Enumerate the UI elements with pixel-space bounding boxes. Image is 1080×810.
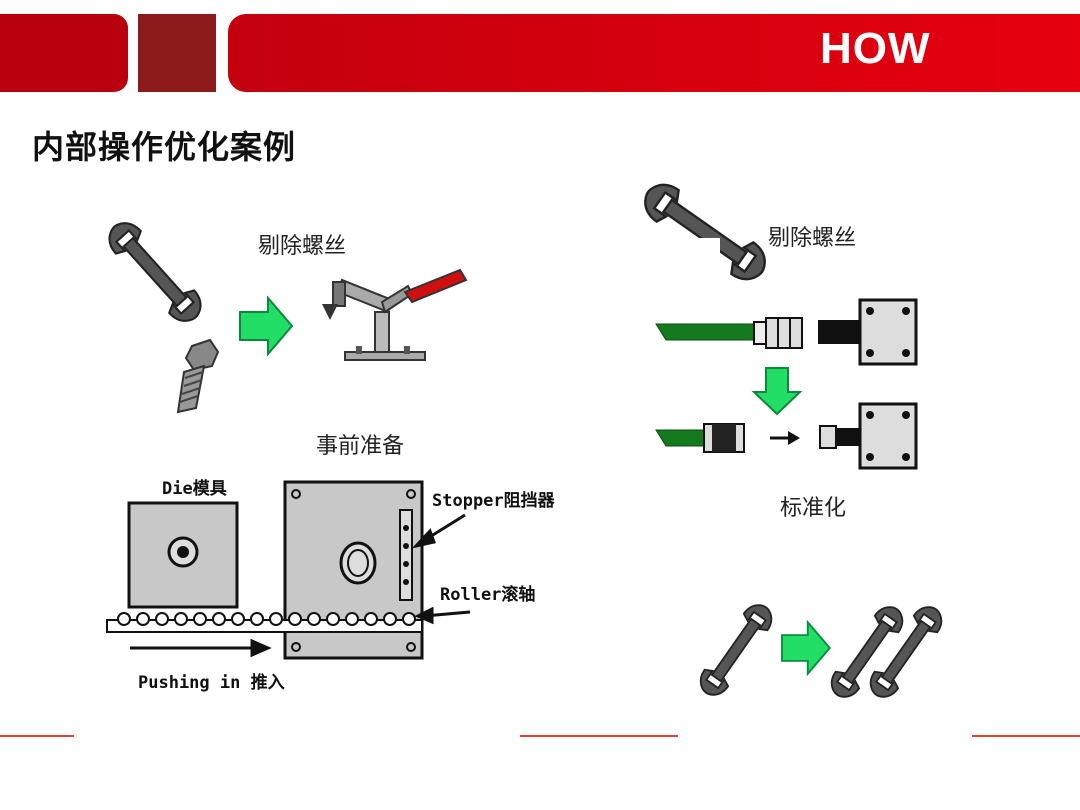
die-label: Die模具 xyxy=(162,479,227,499)
header-left-segment xyxy=(0,14,128,92)
toggle-clamp-icon xyxy=(322,268,468,361)
push-label: Pushing in 推入 xyxy=(138,673,285,693)
stopper-label: Stopper阻挡器 xyxy=(432,491,555,511)
cable-connector-top xyxy=(655,298,918,366)
wrench-icon-right xyxy=(635,175,775,289)
cable-connector-bottom xyxy=(655,402,918,470)
roller-track xyxy=(106,612,423,633)
right-top-caption: 剔除螺丝 xyxy=(768,226,857,251)
wrench-pair-icon xyxy=(824,600,949,704)
right-bottom-caption: 标准化 xyxy=(780,496,847,521)
wrench-icon xyxy=(100,214,210,330)
left-top-caption: 剔除螺丝 xyxy=(258,234,347,259)
pointer-arrows xyxy=(130,513,471,658)
green-arrow-icon-2 xyxy=(781,621,831,675)
wrench-single-icon xyxy=(693,598,779,702)
header-main-segment xyxy=(228,14,1080,92)
die-block xyxy=(127,501,239,609)
green-down-arrow-icon xyxy=(751,367,803,416)
header-square xyxy=(138,14,216,92)
slide-title: 内部操作优化案例 xyxy=(32,128,297,166)
header-tag: HOW xyxy=(820,24,931,73)
roller-label: Roller滚轴 xyxy=(440,585,536,605)
green-arrow-icon xyxy=(239,297,293,355)
bolt-icon xyxy=(176,338,220,414)
left-mid-caption: 事前准备 xyxy=(316,434,405,459)
